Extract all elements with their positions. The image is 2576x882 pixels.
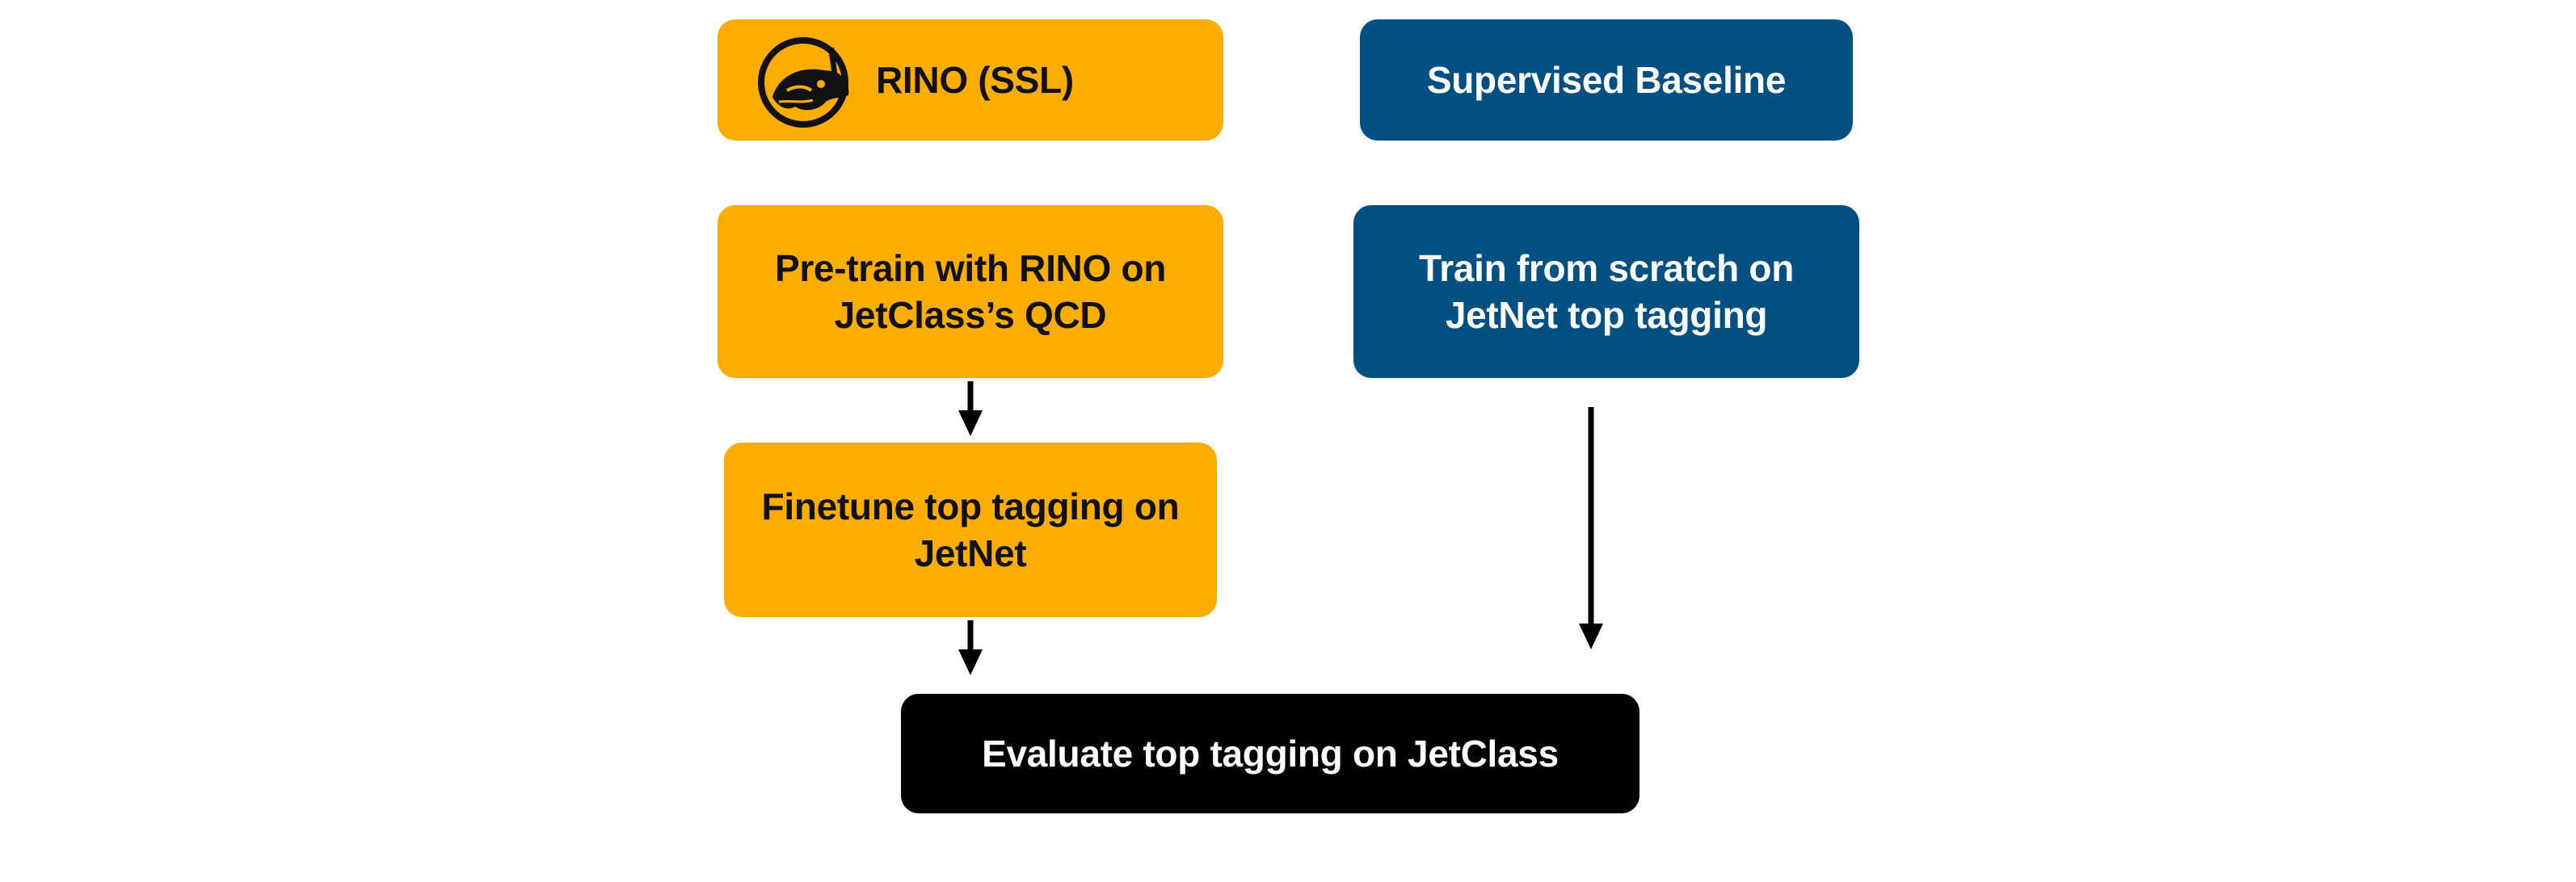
supervised-baseline-label: Supervised Baseline [1426, 59, 1787, 101]
finetune-box: Finetune top tagging on JetNet [724, 443, 1217, 617]
pretrain-label-line2: JetClass’s QCD [834, 294, 1107, 336]
arrow-finetune-to-evaluate [958, 620, 983, 675]
arrow-scratch-to-evaluate [1579, 407, 1603, 649]
pretrain-label-line1: Pre-train with RINO on [774, 247, 1167, 289]
supervised-baseline-box: Supervised Baseline [1360, 19, 1853, 141]
evaluate-label: Evaluate top tagging on JetClass [982, 733, 1559, 775]
arrow-pretrain-to-finetune [958, 381, 983, 436]
finetune-label-line2: JetNet [914, 532, 1027, 574]
finetune-label-line1: Finetune top tagging on [761, 485, 1180, 527]
scratch-label-line1: Train from scratch on [1418, 247, 1795, 289]
train-from-scratch-box: Train from scratch on JetNet top tagging [1353, 205, 1859, 378]
rino-ssl-label: RINO (SSL) [876, 59, 1074, 101]
rino-ssl-box: RINO (SSL) [718, 19, 1223, 141]
pretrain-rino-box: Pre-train with RINO on JetClass’s QCD [718, 205, 1223, 378]
evaluate-box: Evaluate top tagging on JetClass [901, 694, 1639, 813]
scratch-label-line2: JetNet top tagging [1445, 294, 1768, 336]
rhino-head-icon [758, 37, 849, 128]
